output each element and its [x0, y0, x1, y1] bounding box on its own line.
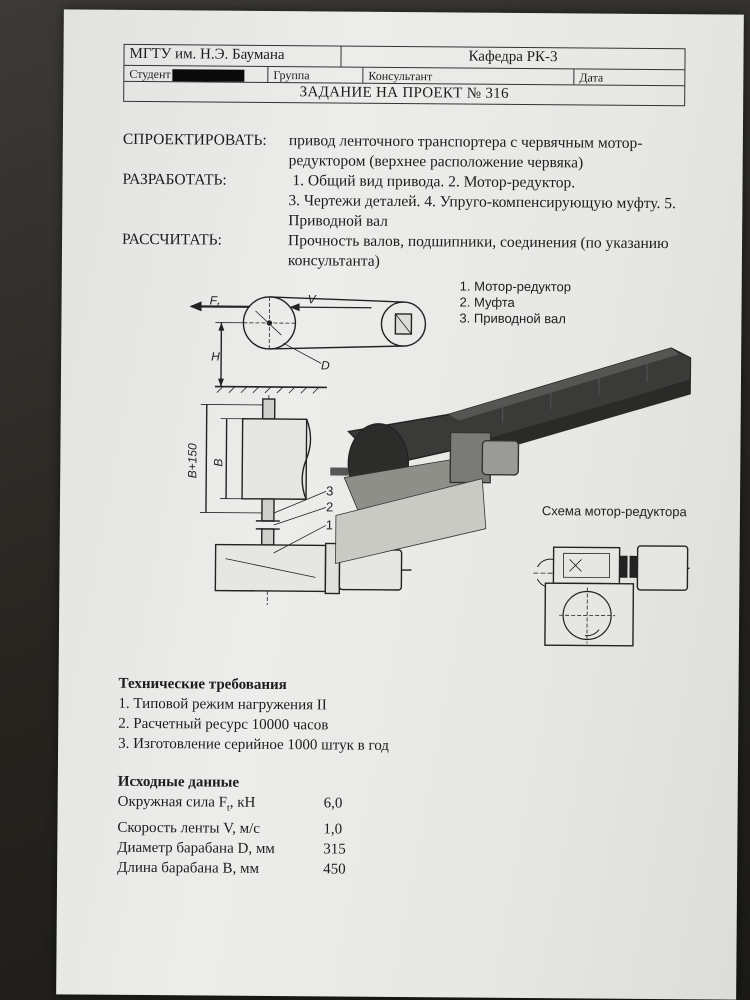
coupling [260, 528, 275, 546]
calc-text: Прочность валов, подшипники, соединения … [287, 232, 669, 270]
student-cell: Студент [124, 66, 267, 83]
param-value: 1,0 [323, 821, 343, 838]
calc-label: РАССЧИТАТЬ: [122, 230, 222, 249]
callout-3: 3 [326, 483, 333, 498]
param-label: Длина барабана B, мм [117, 859, 260, 877]
initial-data-title: Исходные данные [117, 773, 240, 791]
requirement-item: 2. Расчетный ресурс 10000 часов [118, 715, 329, 734]
requirement-item: 1. Типовой режим нагружения II [118, 695, 327, 714]
department-name: Кафедра РК-3 [468, 48, 558, 66]
callout-1: 1 [326, 517, 333, 532]
param-row: Диаметр барабана D, мм 315 [117, 838, 363, 860]
scheme-title: Схема мотор-редуктора [542, 503, 688, 519]
requirements-title: Технические требования [118, 675, 287, 694]
param-label: Диаметр барабана D, мм [117, 839, 275, 858]
develop-label: РАЗРАБОТАТЬ: [122, 170, 227, 189]
callout-2: 2 [326, 499, 333, 514]
task-develop-row: РАЗРАБОТАТЬ: 1. Общий вид привода. 2. Мо… [122, 170, 682, 234]
param-row: Окружная сила Ft, кН 6,0 [118, 792, 364, 820]
redacted-student-name [172, 69, 245, 83]
drive-plan-view: B+150 B 3 2 1 [185, 394, 412, 605]
param-value: 6,0 [323, 795, 343, 812]
develop-text: 1. Общий вид привода. 2. Мотор-редуктор.… [288, 171, 682, 234]
initial-data: Исходные данные Окружная сила Ft, кН 6,0… [117, 772, 364, 880]
task-calc-row: РАССЧИТАТЬ: Прочность валов, подшипники,… [122, 230, 682, 274]
assignment-sheet: МГТУ им. Н.Э. Баумана Кафедра РК-3 Студе… [56, 9, 744, 1000]
drive-diagram: Ft V H D B+150 [185, 292, 692, 647]
param-value: 315 [323, 841, 346, 858]
conveyor-illustration [330, 347, 692, 564]
design-text: привод ленточного транспортера с червячн… [288, 132, 643, 172]
motor-reducer-scheme: Схема мотор-редуктора [533, 503, 692, 647]
drive-drum-plan [241, 418, 308, 500]
velocity-arrow [291, 306, 372, 309]
param-label: Скорость ленты V, м/с [117, 819, 260, 837]
title-block: МГТУ им. Н.Э. Баумана Кафедра РК-3 Студе… [123, 43, 686, 107]
force-label: Ft [210, 293, 220, 309]
velocity-label: V [308, 292, 317, 306]
consultant-label: Консультант [363, 67, 575, 85]
group-label: Группа [267, 66, 364, 83]
param-row: Длина барабана B, мм 450 [117, 858, 363, 880]
requirement-item: 3. Изготовление серийное 1000 штук в год [118, 735, 390, 754]
design-label: СПРОЕКТИРОВАТЬ: [122, 130, 267, 149]
university-name: МГТУ им. Н.Э. Баумана [124, 44, 342, 67]
task-section: СПРОЕКТИРОВАТЬ: привод ленточного трансп… [122, 130, 683, 274]
param-row: Скорость ленты V, м/с 1,0 [117, 818, 363, 840]
height-label: H [211, 350, 220, 364]
technical-requirements: Технические требования 1. Типовой режим … [118, 674, 389, 756]
param-label: Окружная сила Ft, кН [117, 793, 256, 814]
param-value: 450 [323, 861, 346, 878]
dimension-b: B [211, 459, 225, 467]
student-label: Студент [129, 66, 171, 82]
task-design-row: СПРОЕКТИРОВАТЬ: привод ленточного трансп… [123, 130, 683, 174]
conveyor-scheme: Ft V H D [189, 292, 427, 394]
date-label: Дата [579, 70, 604, 85]
diameter-label: D [321, 358, 330, 372]
dimension-b150: B+150 [185, 443, 199, 478]
develop-line-2: 3. Чертежи деталей. 4. Упруго-компенсиру… [288, 192, 676, 230]
scheme-motor [636, 545, 689, 591]
worm-wheel-housing [544, 582, 635, 647]
